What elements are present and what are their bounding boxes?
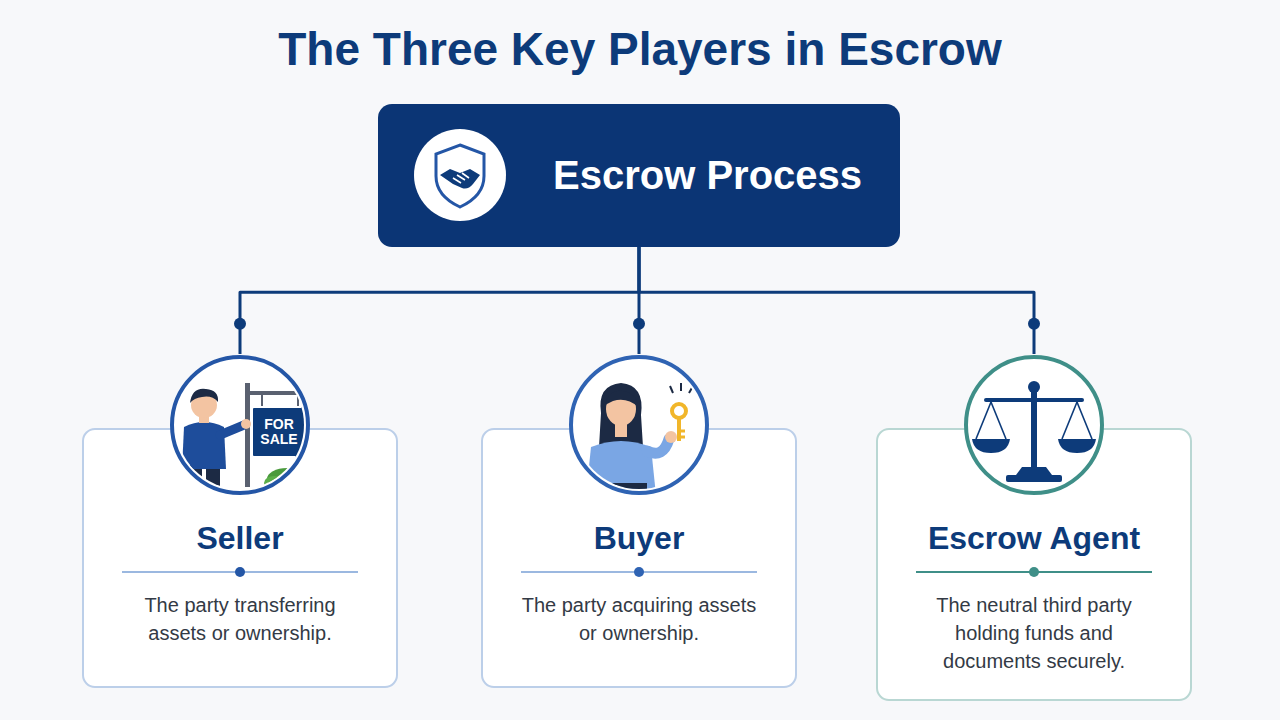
connector: [240, 247, 639, 354]
buyer-illustration: [585, 383, 693, 507]
card-heading: Escrow Agent: [886, 519, 1182, 557]
shield-handshake-icon: [413, 128, 507, 222]
divider-dot: [1029, 567, 1039, 577]
seller-illustration: [182, 383, 307, 499]
connector: [639, 247, 1034, 354]
process-header-box: Escrow Process: [378, 104, 900, 247]
divider-dot: [634, 567, 644, 577]
card-description: The party acquiring assets or ownership.: [519, 591, 759, 647]
card-heading: Buyer: [491, 519, 787, 557]
connector-dot: [1028, 318, 1040, 330]
connector-dot: [234, 318, 246, 330]
player-card: BuyerThe party acquiring assets or owner…: [481, 355, 797, 688]
agent-illustration: [972, 381, 1096, 482]
card-heading: Seller: [92, 519, 388, 557]
sign-text: FOR SALE: [252, 407, 306, 457]
player-card: SellerThe party transferring assets or o…: [82, 355, 398, 688]
player-card: Escrow AgentThe neutral third party hold…: [876, 355, 1192, 701]
card-description: The party transferring assets or ownersh…: [120, 591, 360, 647]
process-title: Escrow Process: [553, 104, 884, 247]
divider-dot: [235, 567, 245, 577]
card-description: The neutral third party holding funds an…: [914, 591, 1154, 675]
icon-ring: [966, 357, 1102, 493]
icon-ring: [172, 357, 308, 493]
card-outline: [482, 429, 796, 687]
card-outline: [877, 429, 1191, 700]
connector-dot: [633, 318, 645, 330]
diagram-title: The Three Key Players in Escrow: [0, 22, 1280, 76]
